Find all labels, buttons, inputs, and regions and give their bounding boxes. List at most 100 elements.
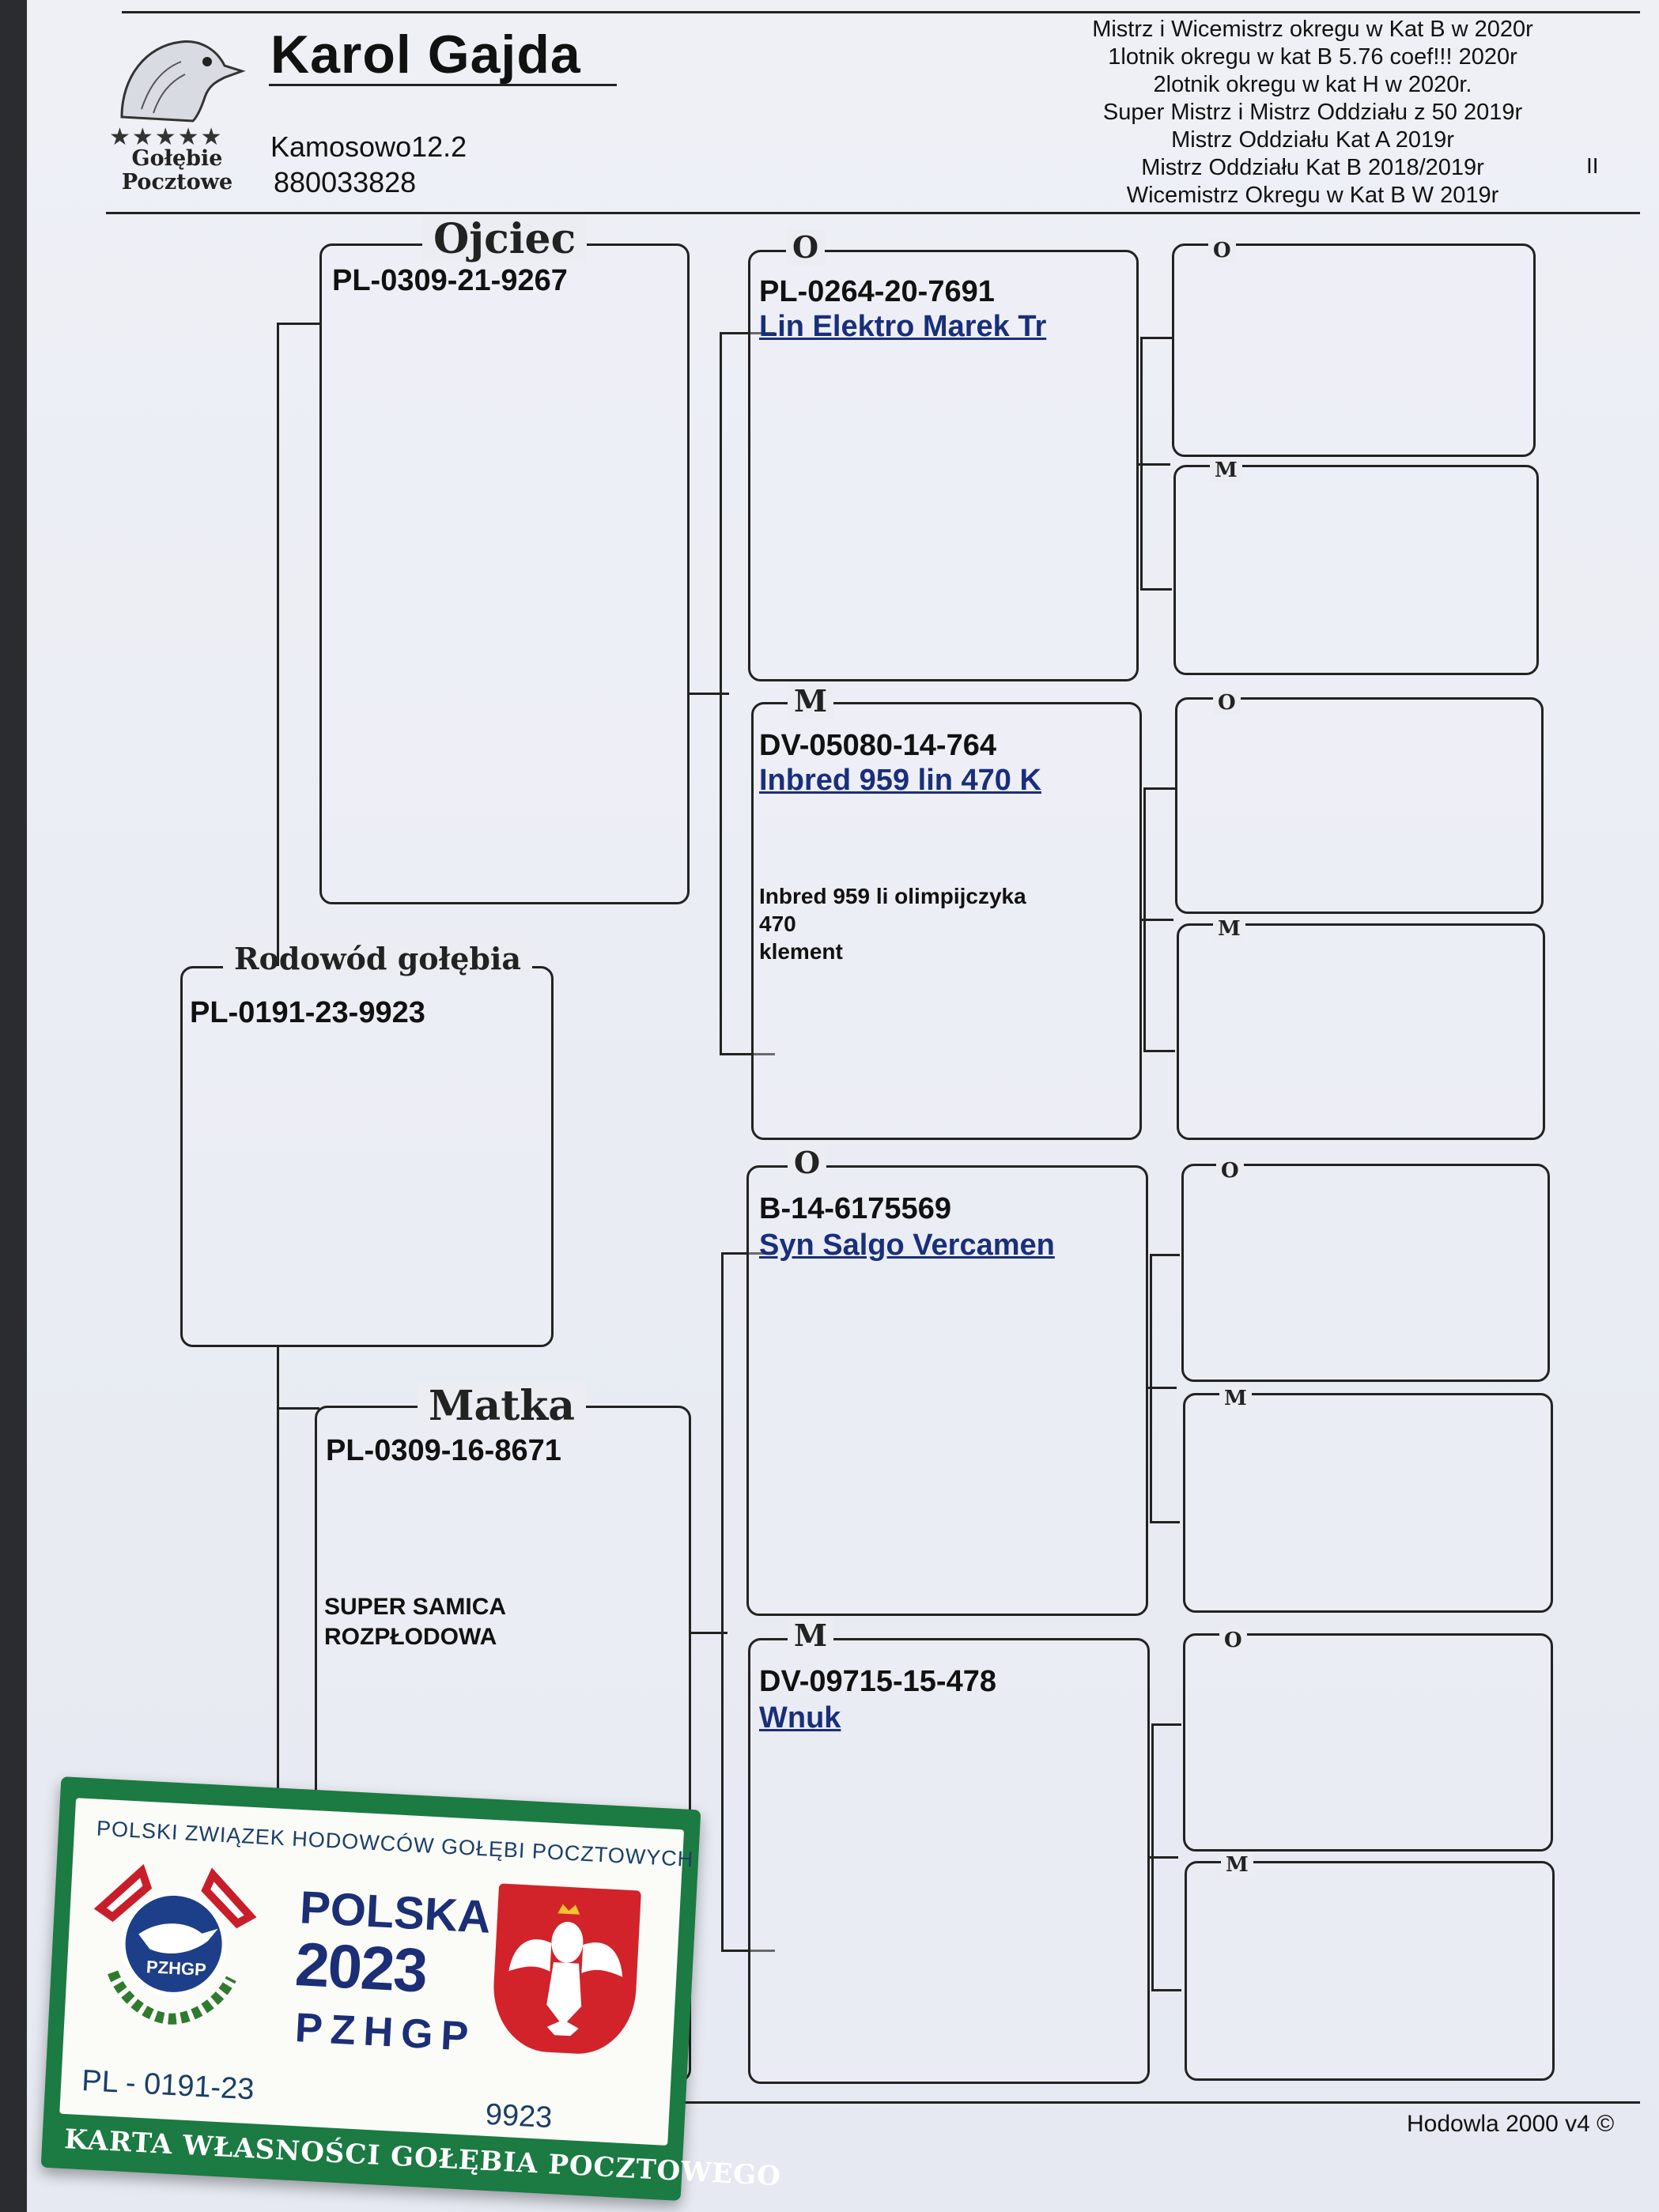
- card-org: PZHGP: [293, 2005, 478, 2061]
- top-rule: [122, 11, 1640, 13]
- ownership-card: POLSKI ZWIĄZEK HODOWCÓW GOŁĘBI POCZTOWYC…: [40, 1776, 782, 2201]
- great-grandparent-box-7: [1183, 1633, 1553, 1852]
- achievement-4: Super Mistrz i Mistrz Oddziału z 50 2019…: [1102, 100, 1523, 125]
- achievement-6: Mistrz Oddziału Kat B 2018/2019r: [1141, 155, 1484, 180]
- name-underline: [269, 84, 617, 86]
- achievement-5: Mistrz Oddziału Kat A 2019r: [1171, 127, 1454, 153]
- great-grandparent-box-2: [1173, 465, 1539, 675]
- software-credit: Hodowla 2000 v4 ©: [1407, 2111, 1615, 2137]
- achievement-2: 1lotnik okregu w kat B 5.76 coef!!! 2020…: [1108, 44, 1517, 70]
- great-grandparent-label-6: M: [1219, 1387, 1252, 1410]
- connector-g4-v: [1151, 1723, 1154, 1991]
- corner-mark: II: [1586, 153, 1599, 178]
- grandparent-ring-1: PL-0264-20-7691: [759, 275, 995, 308]
- connector-g4: [1150, 1856, 1178, 1859]
- father-title: Ojciec: [422, 215, 588, 263]
- connector-f-v: [720, 332, 722, 1055]
- logo-text-2: Pocztowe: [121, 170, 233, 194]
- grandparent-name-1[interactable]: Lin Elektro Marek Tr: [759, 310, 1047, 343]
- grandparent-label-2: M: [788, 683, 834, 719]
- great-grandparent-box-4: [1177, 923, 1545, 1140]
- grandparent-label-1: O: [786, 229, 826, 265]
- emblem-text: PZHGP: [145, 1957, 207, 1980]
- connector-g3-b: [1150, 1521, 1180, 1523]
- pzhgp-emblem-icon: [93, 1863, 257, 2025]
- great-grandparent-box-6: [1183, 1393, 1553, 1613]
- pigeon-box: [180, 966, 554, 1347]
- great-grandparent-label-7: O: [1219, 1629, 1247, 1652]
- connector-g1-t: [1140, 337, 1172, 339]
- breeder-address: Kamosowo12.2: [270, 130, 467, 163]
- great-grandparent-box-8: [1185, 1861, 1555, 2081]
- card-ring-prefix: PL - 0191-23: [81, 2064, 255, 2107]
- mother-ring: PL-0309-16-8671: [326, 1434, 561, 1467]
- great-grandparent-label-2: M: [1210, 459, 1242, 482]
- logo-text-1: Gołębie: [131, 146, 223, 171]
- breeder-name: Karol Gajda: [270, 25, 581, 85]
- connector-mother-h: [277, 1407, 319, 1410]
- grandparent-box-1: [748, 250, 1139, 681]
- great-grandparent-box-5: [1181, 1164, 1550, 1382]
- grandparent-note-2-1: Inbred 959 li olimpijczyka: [759, 884, 1026, 908]
- connector-f-top: [720, 332, 775, 334]
- achievement-3: 2lotnik okregu w kat H w 2020r.: [1153, 72, 1472, 97]
- father-ring: PL-0309-21-9267: [332, 264, 568, 297]
- header-rule: [106, 212, 1640, 214]
- pedigree-sheet: ★★★★★ Gołębie Pocztowe Karol Gajda Kamos…: [27, 0, 1659, 2212]
- achievements: Mistrz i Wicemistrz okregu w Kat B w 202…: [1028, 16, 1597, 209]
- great-grandparent-box-1: [1172, 243, 1536, 457]
- logo: ★★★★★ Gołębie Pocztowe: [106, 22, 248, 196]
- connector-m-v: [721, 1252, 724, 1951]
- card-ring-number: 9923: [484, 2097, 554, 2135]
- mother-note-1: SUPER SAMICA: [324, 1594, 507, 1620]
- connector-g2-t: [1143, 787, 1175, 790]
- great-grandparent-label-4: M: [1213, 917, 1245, 941]
- pigeon-title: Rodowód gołębia: [223, 941, 533, 976]
- great-grandparent-label-8: M: [1221, 1853, 1253, 1877]
- pzhgp-emblem: PZHGP: [77, 1852, 269, 2044]
- card-face: POLSKI ZWIĄZEK HODOWCÓW GOŁĘBI POCZTOWYC…: [59, 1798, 694, 2146]
- mother-title: Matka: [418, 1382, 586, 1430]
- bottom-rule: [675, 2101, 1640, 2104]
- achievement-1: Mistrz i Wicemistrz okregu w Kat B w 202…: [1092, 17, 1533, 42]
- connector-g3-t: [1150, 1254, 1180, 1256]
- grandparent-box-4: [748, 1638, 1150, 2084]
- great-grandparent-label-3: O: [1213, 691, 1241, 715]
- grandparent-box-3: [746, 1165, 1148, 1616]
- father-box: [319, 243, 690, 904]
- grandparent-box-2: [751, 702, 1142, 1140]
- great-grandparent-box-3: [1175, 697, 1544, 914]
- breeder-phone: 880033828: [274, 166, 417, 198]
- pigeon-ring: PL-0191-23-9923: [190, 996, 425, 1029]
- grandparent-label-3: O: [788, 1145, 827, 1180]
- grandparent-note-2-2: 470: [759, 912, 796, 936]
- card-year: 2023: [293, 1929, 429, 2006]
- connector-g1-v: [1140, 337, 1143, 590]
- connector-g3-v: [1150, 1254, 1152, 1523]
- grandparent-name-2[interactable]: Inbred 959 lin 470 K: [759, 764, 1041, 797]
- connector-father-v: [277, 323, 279, 966]
- pigeon-head-icon: [120, 40, 246, 123]
- eagle-crest: [490, 1883, 641, 2057]
- mother-note: SUPER SAMICA ROZPŁODOWA: [324, 1592, 506, 1652]
- grandparent-notes-2: Inbred 959 li olimpijczyka 470 klement: [759, 882, 1026, 965]
- connector-g2-v: [1143, 787, 1146, 1051]
- great-grandparent-label-5: O: [1216, 1159, 1244, 1183]
- mother-note-2: ROZPŁODOWA: [324, 1624, 497, 1650]
- connector-g2-b: [1143, 1050, 1175, 1052]
- connector-mother-v: [277, 1347, 279, 1806]
- connector-father-h: [277, 323, 319, 325]
- stars-icon: ★★★★★: [109, 124, 224, 150]
- connector-g3: [1148, 1387, 1177, 1389]
- grandparent-name-3[interactable]: Syn Salgo Vercamen: [759, 1229, 1055, 1262]
- grandparent-ring-2: DV-05080-14-764: [759, 729, 996, 762]
- connector-g4-t: [1151, 1723, 1181, 1726]
- grandparent-note-2-3: klement: [759, 939, 843, 964]
- grandparent-name-4[interactable]: Wnuk: [759, 1701, 841, 1734]
- connector-m-h: [691, 1632, 727, 1634]
- eagle-icon: [508, 1904, 623, 2036]
- great-grandparent-label-1: O: [1208, 239, 1236, 262]
- grandparent-ring-3: B-14-6175569: [759, 1192, 951, 1225]
- grandparent-label-4: M: [788, 1617, 834, 1653]
- connector-g1: [1139, 463, 1170, 466]
